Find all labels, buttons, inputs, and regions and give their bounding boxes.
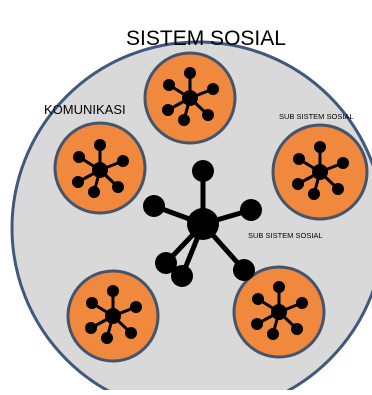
network-node-icon [72, 139, 129, 198]
hub-node [312, 164, 328, 180]
spoke-end-node [85, 322, 97, 334]
spoke-end-node [314, 141, 326, 153]
spoke-end-node [88, 186, 100, 198]
spoke-end-node [233, 259, 255, 281]
spoke-end-node [107, 285, 119, 297]
spoke-end-node [125, 327, 137, 339]
spoke-end-node [202, 109, 214, 121]
hub-node [105, 308, 121, 324]
spoke-end-node [273, 281, 285, 293]
hub-node [187, 208, 219, 240]
spoke-end-node [171, 265, 193, 287]
spoke-end-node [163, 79, 175, 91]
hub-node [182, 90, 198, 106]
spoke-end-node [207, 83, 219, 95]
spoke-end-node [292, 178, 304, 190]
spoke-end-node [86, 297, 98, 309]
network-node-icon [162, 67, 219, 126]
hub-node [271, 304, 287, 320]
subsystem-label-right: SUB SISTEM SOSIAL [279, 112, 354, 121]
spoke-end-node [251, 318, 263, 330]
spoke-end-node [296, 297, 308, 309]
spoke-end-node [332, 183, 344, 195]
spoke-end-node [130, 301, 142, 313]
central-network-node-icon [143, 160, 262, 287]
spoke-end-node [162, 104, 174, 116]
spoke-end-node [240, 199, 262, 221]
spoke-end-node [101, 332, 113, 344]
spoke-end-node [291, 323, 303, 335]
network-node-icon [292, 141, 349, 200]
spoke-end-node [72, 176, 84, 188]
spoke-end-node [192, 160, 214, 182]
hub-node [92, 162, 108, 178]
spoke-end-node [155, 252, 177, 274]
spoke-end-node [293, 153, 305, 165]
spoke-end-node [143, 195, 165, 217]
network-node-icon [85, 285, 142, 344]
spoke-end-node [267, 328, 279, 340]
spoke-end-node [94, 139, 106, 151]
network-node-icon [251, 281, 308, 340]
komunikasi-label: KOMUNIKASI [44, 102, 126, 117]
spoke-end-node [337, 157, 349, 169]
spoke-end-node [178, 114, 190, 126]
subsystem-label-center: SUB SISTEM SOSIAL [248, 231, 323, 240]
spoke-end-node [112, 181, 124, 193]
diagram-title: SISTEM SOSIAL [126, 27, 286, 50]
spoke-end-node [184, 67, 196, 79]
spoke-end-node [308, 188, 320, 200]
spoke-end-node [252, 293, 264, 305]
spoke-end-node [117, 155, 129, 167]
spoke-end-node [73, 151, 85, 163]
